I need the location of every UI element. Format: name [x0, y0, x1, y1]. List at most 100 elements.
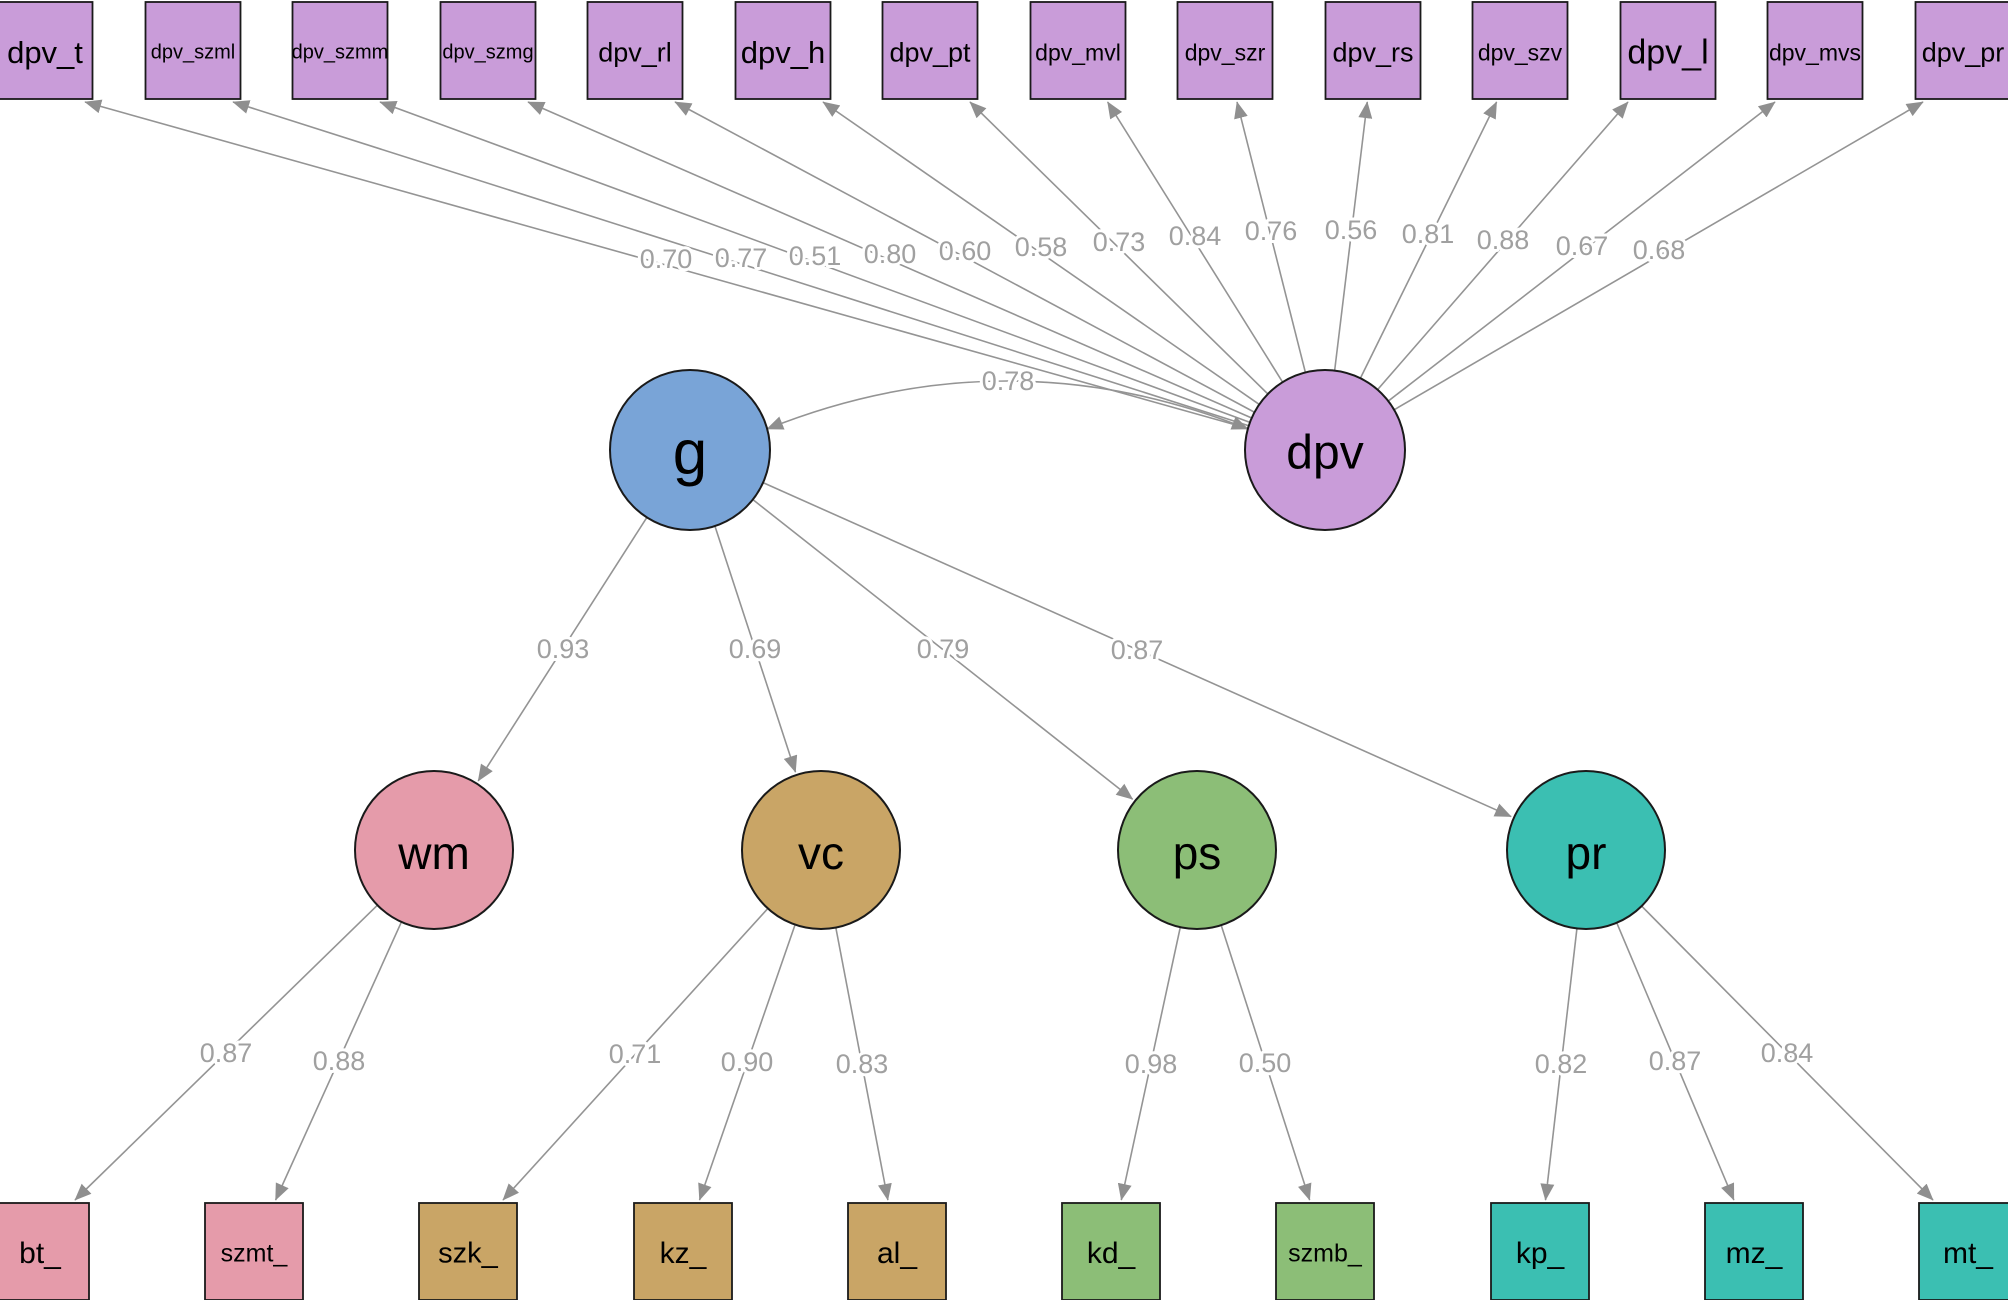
latent-node-wm: wm	[354, 770, 514, 930]
indicator-loading-label: 0.87	[1649, 1046, 1702, 1076]
indicator-dpv_szmm-label: dpv_szmm	[292, 42, 389, 64]
indicator-dpv_szv: dpv_szv	[1471, 1, 1569, 100]
indicator-szmt_: szmt_	[204, 1202, 304, 1300]
dpv-loading-label: 0.77	[715, 243, 768, 273]
dpv-loading-arrow	[1359, 101, 1498, 379]
indicator-szmt_-label: szmt_	[221, 1240, 289, 1268]
latent-node-ps-label: ps	[1173, 827, 1222, 879]
indicator-dpv_szml: dpv_szml	[144, 1, 242, 100]
indicator-dpv_pt-label: dpv_pt	[889, 38, 971, 68]
latent-node-dpv: dpv	[1244, 369, 1406, 531]
factor-indicator-arrow	[1117, 927, 1182, 1201]
latent-node-ps: ps	[1117, 770, 1277, 930]
dpv-loading-label: 0.60	[939, 236, 992, 266]
dpv-loading-arrow	[969, 101, 1269, 395]
g-factor-loading-label: 0.69	[729, 634, 782, 664]
dpv-loading-arrow	[1234, 101, 1307, 373]
dpv-loading-arrow	[1376, 101, 1629, 391]
indicator-loading-label: 0.87	[200, 1038, 253, 1068]
dpv-loading-arrow	[527, 101, 1253, 419]
indicator-dpv_t-label: dpv_t	[7, 35, 83, 70]
indicator-dpv_rl: dpv_rl	[586, 1, 684, 100]
indicator-dpv_szr: dpv_szr	[1176, 1, 1274, 100]
g-factor-arrow	[752, 498, 1134, 800]
dpv-loading-arrow	[674, 101, 1255, 413]
indicator-dpv_l: dpv_l	[1619, 1, 1717, 100]
indicator-loading-label: 0.90	[721, 1047, 774, 1077]
factor-indicator-arrow	[502, 907, 769, 1201]
dpv-loading-arrow	[1387, 101, 1776, 402]
latent-node-dpv-label: dpv	[1286, 427, 1363, 480]
indicator-dpv_rl-label: dpv_rl	[598, 38, 672, 68]
indicator-dpv_szmm: dpv_szmm	[291, 1, 389, 100]
indicator-bt_: bt_	[0, 1202, 90, 1300]
indicator-kp_-label: kp_	[1516, 1237, 1566, 1270]
g-dpv-covariance-label: 0.78	[982, 366, 1035, 396]
indicator-szk_: szk_	[418, 1202, 518, 1300]
indicator-dpv_t: dpv_t	[0, 1, 94, 100]
indicator-loading-label: 0.84	[1761, 1038, 1814, 1068]
dpv-loading-arrow	[1106, 101, 1284, 383]
indicator-dpv_szr-label: dpv_szr	[1185, 40, 1266, 66]
dpv-loading-arrow	[232, 100, 1250, 427]
indicator-loading-label: 0.88	[313, 1046, 366, 1076]
indicator-dpv_szml-label: dpv_szml	[151, 42, 235, 64]
edges-layer	[74, 99, 1934, 1201]
indicator-dpv_mvl: dpv_mvl	[1029, 1, 1127, 100]
dpv-loading-arrow	[1333, 101, 1373, 371]
indicator-mt_: mt_	[1918, 1202, 2008, 1300]
g-factor-loading-label: 0.87	[1111, 635, 1164, 665]
indicator-loading-label: 0.83	[836, 1049, 889, 1079]
latent-node-vc: vc	[741, 770, 901, 930]
latent-node-g: g	[609, 369, 771, 531]
indicator-dpv_rs: dpv_rs	[1324, 1, 1422, 100]
dpv-loading-label: 0.68	[1633, 235, 1686, 265]
dpv-loading-label: 0.76	[1245, 216, 1298, 246]
dpv-loading-arrow	[379, 100, 1251, 424]
latent-node-wm-label: wm	[397, 827, 470, 879]
indicator-dpv_szv-label: dpv_szv	[1478, 40, 1563, 66]
dpv-loading-label: 0.70	[640, 244, 693, 274]
latent-node-g-label: g	[673, 419, 707, 488]
indicator-al_: al_	[847, 1202, 947, 1300]
g-factor-loading-label: 0.93	[537, 634, 590, 664]
indicator-dpv_h: dpv_h	[734, 1, 832, 100]
dpv-loading-arrow	[1393, 101, 1924, 411]
indicator-dpv_mvs-label: dpv_mvs	[1769, 40, 1861, 66]
indicator-dpv_pr-label: dpv_pr	[1922, 38, 2005, 68]
indicator-kd_: kd_	[1061, 1202, 1161, 1300]
indicator-mt_-label: mt_	[1943, 1237, 1994, 1270]
indicator-dpv_pt: dpv_pt	[881, 1, 979, 100]
indicator-loading-label: 0.98	[1125, 1049, 1178, 1079]
indicator-loading-label: 0.50	[1239, 1048, 1292, 1078]
indicator-dpv_mvs: dpv_mvs	[1766, 1, 1864, 100]
indicator-kz_: kz_	[633, 1202, 733, 1300]
factor-indicator-arrow	[1540, 928, 1578, 1201]
indicator-loading-label: 0.71	[609, 1039, 662, 1069]
indicator-dpv_l-label: dpv_l	[1627, 34, 1708, 72]
indicator-loading-label: 0.82	[1535, 1049, 1588, 1079]
factor-indicator-arrow	[1616, 922, 1735, 1201]
dpv-loading-label: 0.67	[1556, 231, 1609, 261]
factor-indicator-arrow	[1220, 924, 1312, 1201]
latent-node-pr: pr	[1506, 770, 1666, 930]
dpv-loading-label: 0.58	[1015, 232, 1068, 262]
factor-indicator-arrow	[1641, 905, 1934, 1201]
indicator-dpv_rs-label: dpv_rs	[1332, 38, 1413, 68]
indicator-dpv_szmg: dpv_szmg	[439, 1, 537, 100]
dpv-loading-label: 0.88	[1477, 225, 1530, 255]
indicator-al_-label: al_	[877, 1237, 918, 1270]
indicator-kp_: kp_	[1490, 1202, 1590, 1300]
indicator-mz_: mz_	[1704, 1202, 1804, 1300]
indicator-kd_-label: kd_	[1087, 1237, 1137, 1270]
indicator-szmb_: szmb_	[1275, 1202, 1375, 1300]
factor-indicator-arrow	[274, 921, 403, 1201]
factor-indicator-arrow	[835, 927, 892, 1201]
dpv-loading-arrow	[822, 101, 1260, 406]
factor-indicator-arrow	[74, 904, 378, 1201]
latent-node-vc-label: vc	[798, 827, 844, 879]
g-factor-arrow	[762, 481, 1512, 818]
